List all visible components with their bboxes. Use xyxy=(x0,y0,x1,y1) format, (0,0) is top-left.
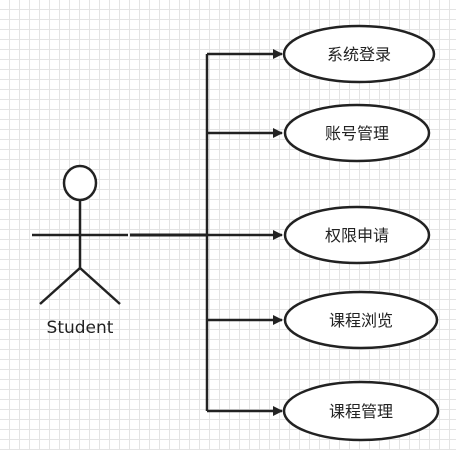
actor-student[interactable]: Student xyxy=(32,164,128,338)
use-case-ellipse xyxy=(282,380,440,442)
actor-left-leg xyxy=(39,267,81,305)
use-case-ellipse xyxy=(282,24,436,84)
actor-head xyxy=(62,164,98,202)
use-case-label: 系统登录 xyxy=(327,45,391,64)
use-case-ellipse xyxy=(283,103,431,163)
use-case-ellipse xyxy=(283,205,431,265)
use-case-label: 权限申请 xyxy=(325,226,389,245)
use-case-account[interactable]: 账号管理 xyxy=(283,103,431,163)
connectors xyxy=(130,49,283,416)
use-case-label: 账号管理 xyxy=(325,124,389,143)
use-case-permission[interactable]: 权限申请 xyxy=(283,205,431,265)
use-case-manage[interactable]: 课程管理 xyxy=(282,380,440,442)
use-case-label: 课程管理 xyxy=(329,402,393,421)
use-case-login[interactable]: 系统登录 xyxy=(282,24,436,84)
use-case-ellipse xyxy=(283,290,439,350)
use-case-browse[interactable]: 课程浏览 xyxy=(283,290,439,350)
use-case-label: 课程浏览 xyxy=(329,311,393,330)
actor-right-leg xyxy=(79,267,121,305)
actor-label: Student xyxy=(47,318,114,338)
